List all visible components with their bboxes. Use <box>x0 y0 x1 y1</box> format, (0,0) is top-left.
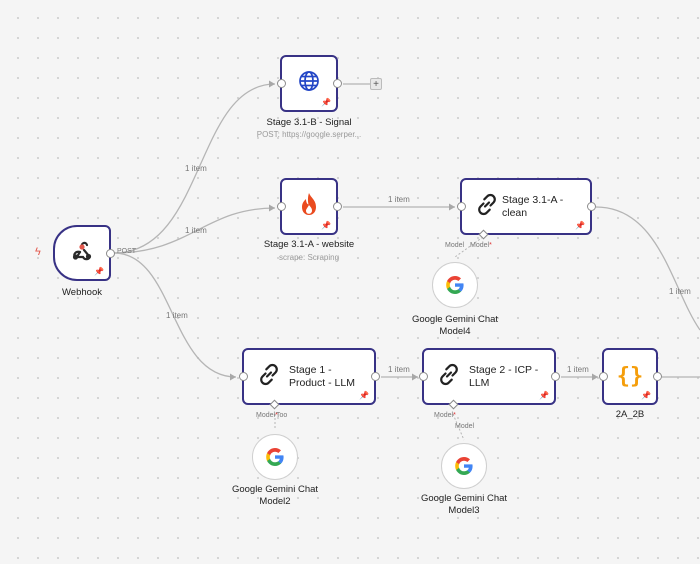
stage1-output-port[interactable] <box>370 372 380 381</box>
edge-label-webhook-stage1: 1 item <box>166 311 188 320</box>
trigger-bolt-icon: ϟ <box>35 246 41 258</box>
arrow-clean <box>449 203 455 211</box>
google-g-icon <box>266 448 284 466</box>
edge-webhook-website <box>113 207 276 254</box>
stage-3-1-a-website-subtitle: scrape: Scraping <box>278 253 340 262</box>
arrow-stage1 <box>230 373 236 381</box>
sub-edge-stage2-gemini3 <box>452 413 465 441</box>
stage-3-1-b-subtitle: POST: https://google.serper... <box>256 130 362 139</box>
sub-edge-clean-gemini4 <box>454 236 484 258</box>
pin-icon: 📌 <box>359 391 369 400</box>
pin-icon: 📌 <box>641 391 651 400</box>
webhook-icon <box>70 240 94 267</box>
stage2-title-line1: Stage 2 - ICP - <box>469 363 539 376</box>
pin-icon: 📌 <box>321 98 331 107</box>
gemini-model2-node[interactable] <box>252 434 298 480</box>
stage1-model-port-label: Model* <box>256 412 278 419</box>
stage-3-1-b-node[interactable]: 📌 <box>276 55 342 112</box>
add-node-button[interactable]: + <box>370 78 382 90</box>
clean-model-port-label-a: Model <box>445 242 465 249</box>
stage1-title-line1: Stage 1 - <box>289 363 332 376</box>
stage2-title-line2: LLM <box>469 376 490 389</box>
google-g-icon <box>455 457 473 475</box>
arrow-code <box>592 373 598 381</box>
signal-input-port[interactable] <box>276 79 286 88</box>
globe-icon <box>298 70 320 97</box>
edge-label-stage2-code: 1 item <box>567 365 589 374</box>
website-output-port[interactable] <box>332 202 342 211</box>
clean-input-port[interactable] <box>456 202 466 211</box>
stage2-input-port[interactable] <box>418 372 428 381</box>
arrow-stage2 <box>412 373 418 381</box>
stage-3-1-a-clean-node[interactable]: Stage 3.1-A - clean 📌 <box>456 178 596 235</box>
stage-1-node[interactable]: Stage 1 - Product - LLM 📌 <box>238 348 380 405</box>
stage-3-1-a-website-label: Stage 3.1-A - website <box>263 239 355 250</box>
edge-label-stage1-stage2: 1 item <box>388 365 410 374</box>
code-input-port[interactable] <box>598 372 608 381</box>
code-2a-2b-node[interactable]: {} 📌 <box>598 348 662 405</box>
pin-icon: 📌 <box>575 221 585 230</box>
link-icon <box>437 362 461 391</box>
edge-webhook-signal <box>113 83 276 254</box>
gemini-model4-node[interactable] <box>432 262 478 308</box>
pin-icon: 📌 <box>321 221 331 230</box>
webhook-port-label: POST <box>117 248 137 255</box>
code-output-port[interactable] <box>652 372 662 381</box>
pin-icon: 📌 <box>539 391 549 400</box>
clean-title-line2: clean <box>502 206 528 219</box>
gemini-model3-node[interactable] <box>441 443 487 489</box>
stage1-tool-port-label: Tool <box>276 412 287 419</box>
arrow-website <box>269 204 275 212</box>
stage2-output-port[interactable] <box>550 372 560 381</box>
clean-output-port[interactable] <box>586 202 596 211</box>
webhook-node[interactable]: 📌 <box>53 225 115 281</box>
signal-output-port[interactable] <box>332 79 342 88</box>
code-2a-2b-label: 2A_2B <box>615 409 645 420</box>
edge-webhook-stage1 <box>113 252 237 378</box>
clean-title-line1: Stage 3.1-A - <box>502 193 564 206</box>
stage-2-node[interactable]: Stage 2 - ICP - LLM 📌 <box>418 348 560 405</box>
gemini-model3-port-label: Model <box>455 423 475 430</box>
edge-label-website-clean: 1 item <box>388 195 410 204</box>
stage-3-1-a-website-node[interactable]: 📌 <box>276 178 342 235</box>
pin-icon: 📌 <box>94 267 104 276</box>
arrow-signal <box>269 80 275 88</box>
website-input-port[interactable] <box>276 202 286 211</box>
edge-label-webhook-signal: 1 item <box>185 164 207 173</box>
stage1-title-line2: Product - LLM <box>289 376 355 389</box>
stage2-model-port-label: Model* <box>434 412 456 419</box>
edge-label-webhook-website: 1 item <box>185 226 207 235</box>
edge-clean-right <box>595 206 700 331</box>
edge-label-clean-right: 1 item <box>669 287 691 296</box>
link-icon <box>257 362 281 391</box>
braces-icon: {} <box>616 364 644 389</box>
link-icon <box>475 192 499 221</box>
stage-3-1-b-label: Stage 3.1-B - Signal <box>266 117 352 128</box>
google-g-icon <box>446 276 464 294</box>
stage1-input-port[interactable] <box>238 372 248 381</box>
fire-icon <box>299 192 319 221</box>
clean-model-port-label-b: Model* <box>470 242 492 249</box>
webhook-output-port[interactable] <box>105 248 115 258</box>
webhook-label: Webhook <box>62 287 102 298</box>
